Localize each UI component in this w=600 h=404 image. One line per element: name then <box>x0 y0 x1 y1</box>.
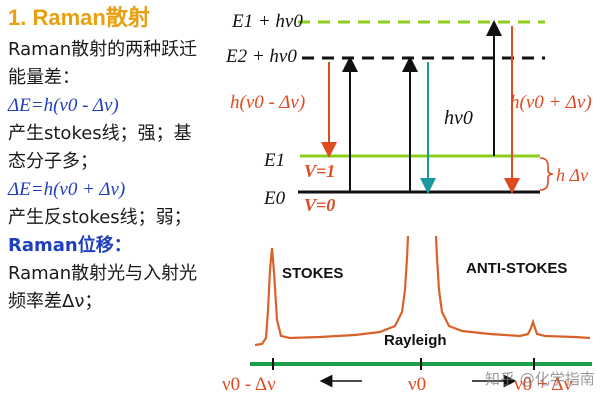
text-line-2: 能量差： <box>8 67 80 88</box>
text-line-9: Raman散射光与入射光 <box>8 263 198 284</box>
label-v1: V=1 <box>304 161 335 181</box>
rayleigh-peak-label: Rayleigh <box>384 332 447 349</box>
axis-label-stokes: ν0 - Δν <box>222 374 276 395</box>
raman-spectrum-curve <box>254 235 591 347</box>
label-e2-hv0: E2 + hν0 <box>225 46 297 67</box>
anti-stokes-energy-formula: ΔE=h(ν0 + Δν) <box>8 179 126 200</box>
label-e1: E1 <box>263 150 285 171</box>
stokes-peak-label: STOKES <box>282 265 343 282</box>
section-heading: 1. Raman散射 <box>8 5 150 30</box>
explanation-panel: 1. Raman散射 Raman散射的两种跃迁 能量差： ΔE=h(ν0 - Δ… <box>8 4 238 316</box>
watermark: 知乎 @化学指南 <box>485 370 595 388</box>
incident-photon-label: hν0 <box>444 107 473 129</box>
label-v0: V=0 <box>304 195 335 215</box>
text-line-5: 态分子多； <box>8 151 98 172</box>
text-line-7: 产生反stokes线；弱； <box>8 207 192 228</box>
text-line-4: 产生stokes线；强；基 <box>8 123 192 144</box>
anti-stokes-transition-label: h(ν0 + Δν) <box>510 92 592 113</box>
label-e1-hv0: E1 + hν0 <box>231 11 303 32</box>
text-line-10: 频率差Δν； <box>8 291 103 312</box>
energy-gap-brace <box>539 157 554 191</box>
energy-gap-label: h Δν <box>556 165 588 185</box>
stokes-transition-label: h(ν0 - Δν) <box>230 92 305 113</box>
text-line-1: Raman散射的两种跃迁 <box>8 39 198 60</box>
axis-label-anti-stokes: ν0 + Δν <box>514 374 572 395</box>
raman-shift-heading: Raman位移： <box>8 235 132 256</box>
anti-stokes-peak-label: ANTI-STOKES <box>466 260 567 277</box>
stokes-energy-formula: ΔE=h(ν0 - Δν) <box>8 95 119 116</box>
label-e0: E0 <box>263 188 286 209</box>
axis-label-rayleigh: ν0 <box>408 374 426 395</box>
